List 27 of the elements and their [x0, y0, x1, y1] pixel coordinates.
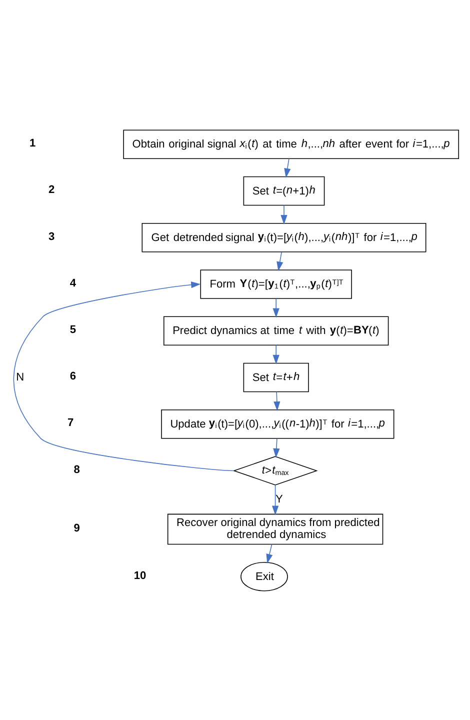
node-box: Recover original dynamics from predicted detrended dynamics — [167, 513, 384, 544]
label: 1 — [30, 137, 36, 150]
arrow — [284, 158, 291, 178]
node-ellipse: Exit — [240, 562, 288, 591]
node-box: Set t=(n+1)h — [243, 176, 325, 206]
arrow — [13, 280, 234, 471]
edge-label: N — [16, 370, 24, 383]
arrow — [274, 390, 280, 410]
arrow — [273, 438, 280, 458]
arrow — [276, 251, 284, 271]
arrow — [280, 204, 288, 224]
node-box: Set t=t+h — [243, 362, 309, 392]
label: 5 — [70, 324, 76, 336]
label: 6 — [70, 370, 76, 382]
label: 4 — [70, 276, 76, 289]
label: 7 — [67, 416, 74, 429]
label: 10 — [134, 569, 146, 582]
label: 8 — [74, 463, 80, 476]
arrow — [272, 298, 280, 318]
edge-label: Y — [276, 492, 283, 505]
label: 2 — [48, 184, 55, 196]
arrow — [266, 543, 273, 564]
label: 9 — [74, 522, 80, 534]
arrow — [272, 344, 280, 364]
arrow — [272, 484, 279, 515]
node-box: Predict dynamics at time t with y(t)=BY(t) — [163, 316, 389, 345]
label: 3 — [48, 230, 55, 242]
